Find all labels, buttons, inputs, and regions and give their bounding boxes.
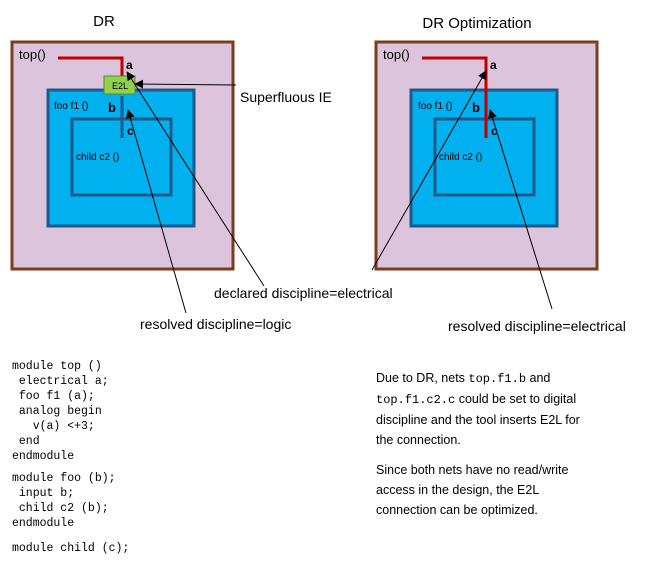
code-line: input b;: [12, 487, 75, 500]
code-line: analog begin: [12, 405, 102, 418]
dr-panel: DR top() foo f1 () child c2 () E2L a b c: [10, 13, 235, 271]
dr-title: DR: [93, 13, 115, 30]
dr-optimization-title: DR Optimization: [422, 15, 531, 32]
code-line: module foo (b);: [12, 472, 116, 485]
pin-c-label: c: [491, 124, 498, 138]
pin-c-label: c: [127, 124, 134, 138]
explain-text: Due to DR, nets: [376, 371, 469, 385]
code-line: electrical a;: [12, 375, 109, 388]
net-a-wire: [422, 56, 488, 138]
net-name-f1-b: top.f1.b: [468, 372, 527, 386]
code-line: child c2 (b);: [12, 502, 109, 515]
code-line: endmodule: [12, 450, 75, 463]
foo-module-label: foo f1 (): [418, 101, 452, 112]
code-line: foo f1 (a);: [12, 390, 95, 403]
pin-b-label: b: [472, 100, 480, 115]
pin-a-label: a: [490, 58, 497, 72]
top-module-label: top(): [383, 47, 410, 62]
pin-a-label: a: [126, 58, 133, 72]
explain-text: access in the design, the E2L: [376, 483, 540, 497]
e2l-label: E2L: [112, 81, 128, 91]
declared-left-arrow: [126, 71, 265, 287]
code-line: module child (c);: [12, 542, 130, 555]
code-module-top: module top () electrical a; foo f1 (a); …: [12, 359, 109, 464]
explain-text: could be set to digital: [455, 392, 577, 406]
explain-text: and: [526, 371, 551, 385]
dr-optimization-panel: DR Optimization top() foo f1 () child c2…: [374, 15, 599, 271]
foo-module-label: foo f1 (): [54, 101, 88, 112]
code-line: module top (): [12, 360, 102, 373]
superfluous-ie-arrow: [134, 79, 237, 89]
net-a-wire: [58, 56, 124, 78]
code-module-foo: module foo (b); input b; child c2 (b); e…: [12, 471, 116, 531]
top-module-label: top(): [19, 47, 46, 62]
declared-right-arrow: [371, 70, 487, 271]
explain-text: discipline and the tool inserts E2L for: [376, 413, 580, 427]
pin-b-label: b: [108, 100, 116, 115]
resolved-electrical-label: resolved discipline=electrical: [448, 318, 626, 334]
explain-text: the connection.: [376, 433, 461, 447]
net-name-f1-c2-c: top.f1.c2.c: [376, 393, 456, 407]
child-module-label: child c2 (): [76, 152, 119, 163]
resolved-logic-arrow: [125, 109, 187, 314]
resolved-electrical-arrow: [488, 109, 553, 310]
explain-text: Since both nets have no read/write: [376, 463, 569, 477]
code-line: v(a) <+3;: [12, 420, 95, 433]
explain-text: connection can be optimized.: [376, 503, 538, 517]
code-module-child: module child (c);: [12, 541, 129, 556]
explanation-paragraph-1: Due to DR, nets top.f1.b and top.f1.c2.c…: [376, 368, 661, 450]
superfluous-ie-label: Superfluous IE: [240, 89, 332, 105]
code-line: end: [12, 435, 40, 448]
explanation-paragraph-2: Since both nets have no read/write acces…: [376, 460, 661, 520]
child-module-label: child c2 (): [439, 152, 482, 163]
resolved-logic-label: resolved discipline=logic: [140, 316, 291, 332]
code-line: endmodule: [12, 517, 75, 530]
declared-discipline-label: declared discipline=electrical: [214, 285, 393, 301]
